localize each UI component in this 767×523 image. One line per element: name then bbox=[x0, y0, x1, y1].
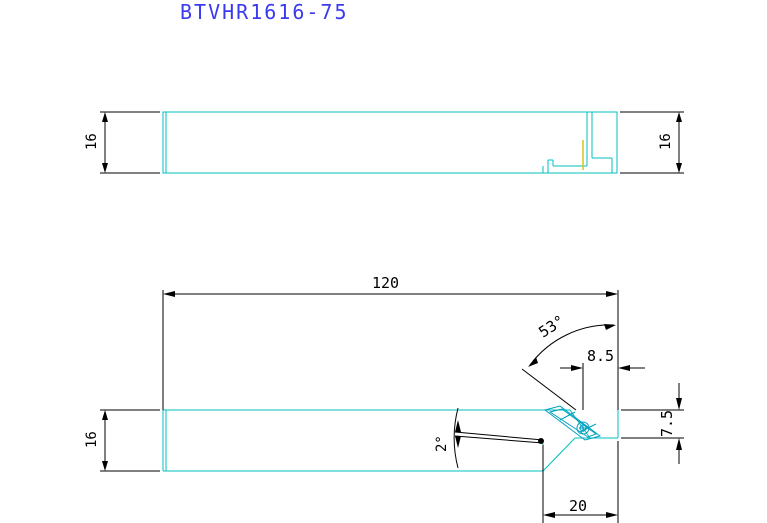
height-arrow-up bbox=[102, 410, 108, 420]
tip-point-icon bbox=[538, 438, 544, 444]
offset-dimension-label: 7.5 bbox=[658, 410, 676, 437]
offset-arrow-up bbox=[676, 438, 682, 450]
angle-arrow-left bbox=[528, 357, 538, 367]
bottom-arrow-right bbox=[606, 512, 618, 518]
length-dimension-label: 120 bbox=[372, 274, 399, 292]
blade-insert bbox=[543, 405, 602, 441]
top-right-dimension-label: 16 bbox=[658, 133, 674, 150]
top-right-arrow-up bbox=[676, 112, 682, 122]
tilt-arrow-top bbox=[455, 420, 461, 432]
width-arrow-left bbox=[571, 365, 583, 371]
tilt-arrow-bottom bbox=[455, 436, 461, 448]
length-arrow-left bbox=[163, 291, 175, 297]
width-dimension-label: 8.5 bbox=[587, 347, 614, 365]
bottom-dimension-label: 20 bbox=[569, 497, 587, 515]
width-arrow-right bbox=[618, 365, 630, 371]
top-view bbox=[100, 111, 684, 174]
top-left-arrow-down bbox=[102, 163, 108, 173]
height-arrow-down bbox=[102, 461, 108, 471]
angle-dimension bbox=[521, 323, 619, 411]
top-left-dimension bbox=[100, 111, 160, 174]
top-view-body bbox=[162, 111, 618, 174]
bottom-arrow-left bbox=[543, 512, 555, 518]
top-right-arrow-down bbox=[676, 163, 682, 173]
bottom-dimension bbox=[542, 441, 619, 523]
tilt-dimension-label: 2° bbox=[434, 435, 450, 452]
side-view-body bbox=[162, 409, 619, 472]
top-left-dimension-label: 16 bbox=[84, 133, 100, 150]
angle-arrow-right bbox=[604, 324, 616, 330]
top-right-dimension bbox=[620, 111, 684, 174]
offset-arrow-down bbox=[676, 398, 682, 410]
top-view-head bbox=[542, 112, 613, 173]
drawing-title: BTVHR1616-75 bbox=[180, 0, 349, 24]
length-dimension bbox=[162, 290, 619, 410]
height-dimension-label: 16 bbox=[84, 431, 100, 448]
clamp-screw-icon bbox=[576, 421, 590, 435]
height-dimension bbox=[100, 409, 160, 472]
tilt-dimension bbox=[453, 407, 544, 469]
top-left-arrow-up bbox=[102, 112, 108, 122]
side-view bbox=[100, 290, 684, 523]
length-arrow-right bbox=[606, 291, 618, 297]
